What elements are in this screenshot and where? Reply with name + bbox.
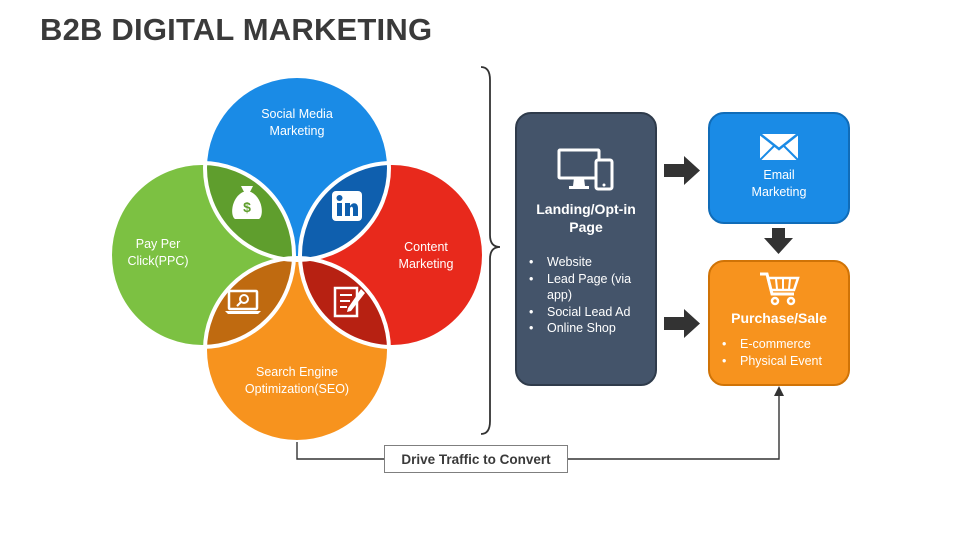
list-item: Online Shop (525, 320, 631, 337)
convert-connector-right (568, 392, 780, 460)
document-pen-icon (333, 286, 365, 318)
email-marketing-box: Email Marketing (708, 112, 850, 224)
envelope-icon (759, 133, 799, 161)
arrow-email-to-purchase (764, 228, 793, 254)
drive-traffic-label: Drive Traffic to Convert (384, 445, 568, 473)
svg-text:$: $ (243, 199, 251, 215)
devices-icon (557, 148, 614, 191)
purchase-list: E-commerce Physical Event (718, 336, 822, 369)
purchase-title: Purchase/Sale (731, 310, 827, 326)
money-bag-icon: $ (232, 186, 262, 219)
list-item: Social Lead Ad (525, 304, 631, 321)
list-item-continuation: app) (547, 288, 573, 302)
page-title: B2B DIGITAL MARKETING (40, 12, 433, 47)
arrow-to-purchase (664, 309, 700, 338)
list-item: Website (525, 254, 631, 271)
purchase-sale-box: Purchase/Sale E-commerce Physical Event (708, 260, 850, 386)
arrow-to-email (664, 156, 700, 185)
landing-list: Website Lead Page (via app) Social Lead … (525, 254, 631, 337)
list-item: Lead Page (via (525, 271, 631, 288)
list-item: Physical Event (718, 353, 822, 370)
email-label: Email Marketing (751, 168, 807, 199)
landing-page-box: Landing/Opt-in Page Website Lead Page (v… (515, 112, 657, 386)
linkedin-icon (332, 191, 362, 221)
convert-arrowhead (774, 386, 784, 396)
cart-icon (760, 272, 800, 306)
convert-connector-left (296, 442, 384, 460)
curly-brace (480, 66, 501, 435)
laptop-search-icon (225, 289, 261, 314)
list-item: E-commerce (718, 336, 822, 353)
landing-title: Landing/Opt-in Page (536, 201, 636, 235)
